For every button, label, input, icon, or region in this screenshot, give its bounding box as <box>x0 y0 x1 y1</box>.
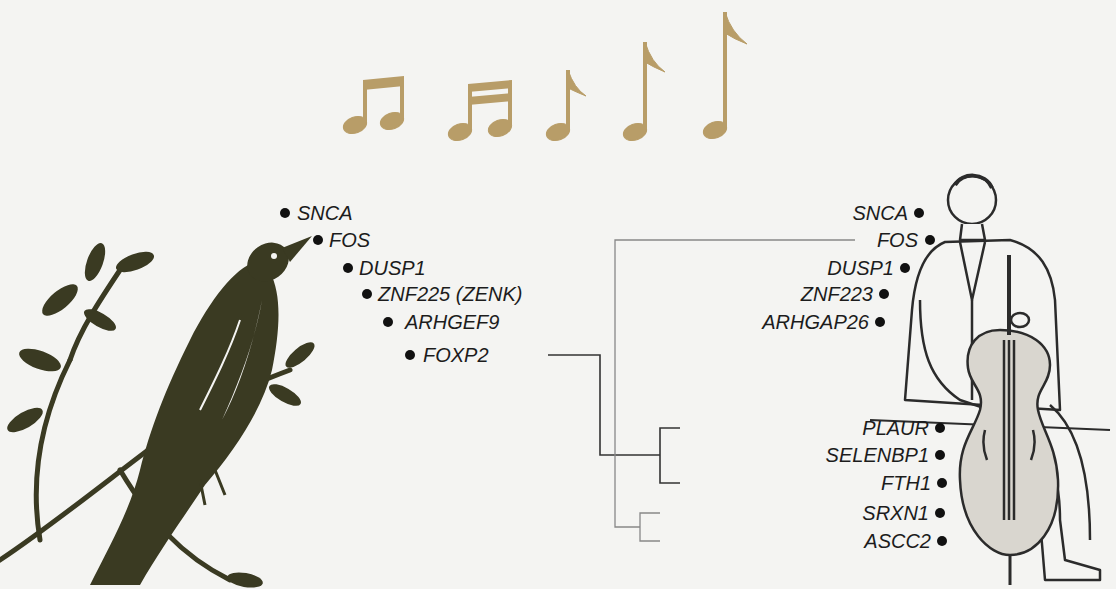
gene-label: SNCA <box>852 201 908 225</box>
gene-label: DUSP1 <box>359 256 426 280</box>
gene-label: SNCA <box>297 201 353 225</box>
gene-label: PLAUR <box>862 416 929 440</box>
gene-label: FTH1 <box>881 471 931 495</box>
gene-label: FOXP2 <box>423 343 489 367</box>
gene-label: FOS <box>329 228 370 252</box>
gene-label: ZNF223 <box>801 282 873 306</box>
music-notes <box>341 12 747 144</box>
gene-label: ARHGAP26 <box>762 310 869 334</box>
gene-label: DUSP1 <box>827 256 894 280</box>
gene-label: ASCC2 <box>864 529 931 553</box>
gene-label: SRXN1 <box>862 501 929 525</box>
gene-label: FOS <box>877 228 918 252</box>
gene-dots <box>280 208 947 546</box>
gene-label: ARHGEF9 <box>405 310 499 334</box>
bird-figure <box>0 235 318 589</box>
gene-label: SELENBP1 <box>826 443 929 467</box>
gene-label: ZNF225 (ZENK) <box>378 282 522 306</box>
